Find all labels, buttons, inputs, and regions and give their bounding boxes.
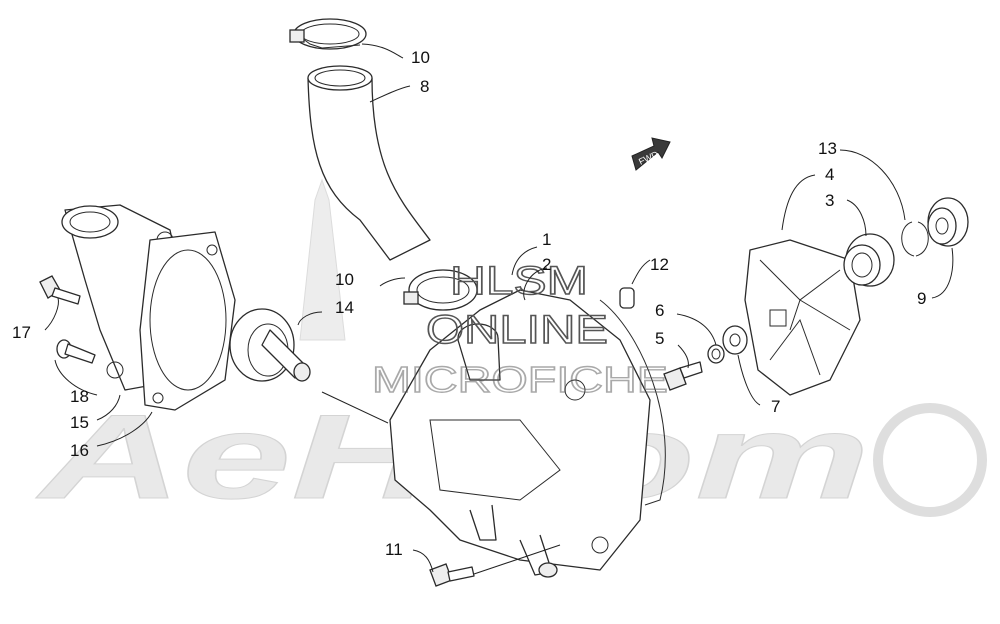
callout-12: 12 — [650, 255, 669, 274]
water-pump-housing — [389, 289, 666, 578]
callout-7: 7 — [771, 397, 780, 416]
hose-clamp-lower — [403, 269, 478, 311]
screw-18 — [56, 339, 96, 364]
callout-14: 14 — [335, 298, 354, 317]
hlsm-watermark: HLSM ONLINE MICROFICHE — [371, 258, 668, 400]
callout-11: 11 — [385, 540, 403, 559]
dowel-pin — [619, 287, 635, 309]
callout-10-lower: 10 — [335, 270, 354, 289]
forward-direction-arrow: FWD — [631, 137, 671, 171]
callout-9: 9 — [917, 289, 926, 308]
leader-lines — [44, 43, 954, 575]
watermark-tower-shape — [299, 178, 346, 341]
callout-3: 3 — [825, 191, 834, 210]
screw-17 — [39, 275, 81, 305]
bolt-5 — [663, 361, 703, 391]
watermark-line3: MICROFICHE — [372, 359, 668, 400]
callout-17: 17 — [12, 323, 31, 342]
callout-10-top: 10 — [411, 48, 430, 67]
circlip — [901, 221, 929, 257]
callout-15: 15 — [70, 413, 89, 432]
callout-5: 5 — [655, 329, 664, 348]
callout-6: 6 — [655, 301, 664, 320]
hose-clamp-top — [289, 18, 367, 50]
bolt-11 — [429, 563, 475, 587]
callout-4: 4 — [825, 165, 834, 184]
callout-18: 18 — [70, 387, 89, 406]
callout-8: 8 — [420, 77, 429, 96]
watermark-wheel-shape — [873, 403, 987, 517]
impeller — [744, 239, 861, 396]
callout-numbers: 10 8 1 2 10 14 12 6 5 7 13 4 3 9 17 18 1… — [12, 48, 926, 559]
watermark-line1: HLSM — [450, 259, 588, 303]
bearing — [927, 197, 969, 247]
cover-gasket — [139, 231, 236, 411]
watermark-line2: ONLINE — [426, 308, 608, 352]
callout-1: 1 — [542, 230, 551, 249]
mechanical-seal — [843, 233, 895, 287]
washer-7 — [722, 325, 748, 355]
o-ring-6 — [707, 344, 725, 364]
coolant-hose — [307, 65, 431, 261]
callout-13: 13 — [818, 139, 837, 158]
callout-16: 16 — [70, 441, 89, 460]
callout-2: 2 — [542, 255, 551, 274]
thermostat — [229, 308, 311, 382]
